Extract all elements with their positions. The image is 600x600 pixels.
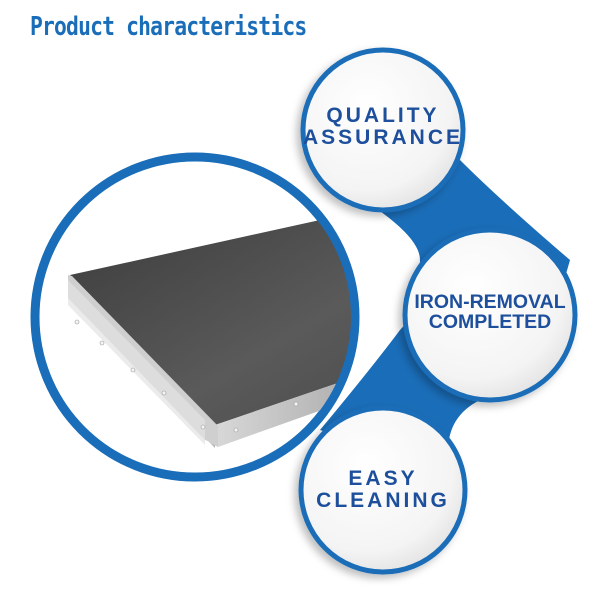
feature-disc-3 <box>298 405 468 575</box>
feature-iron-removal: IRON-REMOVAL COMPLETED <box>400 292 580 333</box>
feature-line1: EASY <box>348 467 418 490</box>
feature-line2: COMPLETED <box>428 311 552 334</box>
page-title: Product characteristics <box>30 12 307 42</box>
feature-line2: CLEANING <box>316 489 450 513</box>
feature-line1: QUALITY <box>326 104 440 127</box>
product-circle <box>30 152 360 482</box>
feature-disc-1 <box>300 47 466 213</box>
feature-easy-cleaning: EASY CLEANING <box>303 467 463 513</box>
feature-quality-assurance: QUALITY ASSURANCE <box>303 104 464 150</box>
feature-line1: IRON-REMOVAL <box>414 291 566 313</box>
feature-disc-2 <box>402 227 578 403</box>
feature-line2: ASSURANCE <box>303 126 464 150</box>
